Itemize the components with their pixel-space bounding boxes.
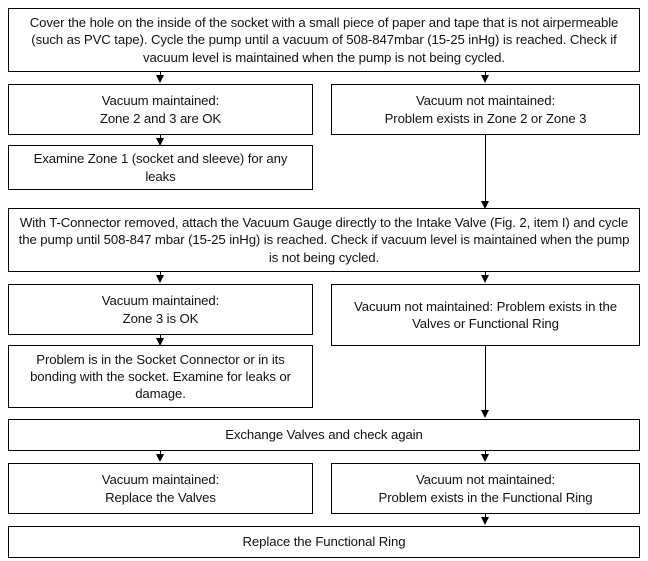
connector-n11-n12	[485, 514, 486, 519]
exchange-valves-box: Exchange Valves and check again	[8, 419, 640, 451]
arrow-head-n11-n12	[480, 517, 489, 525]
connector-n9-n10	[160, 451, 161, 456]
replace-functional-ring-box: Replace the Functional Ring	[8, 526, 640, 558]
connector-n5-n6	[160, 272, 161, 277]
connector-n6-n8	[160, 335, 161, 340]
connector-n9-n11	[485, 451, 486, 456]
arrow-head-n3-n5	[480, 201, 489, 209]
vacuum-maintained-zone3-text: Vacuum maintained: Zone 3 is OK	[101, 293, 220, 326]
arrow-head-n5-n7	[480, 275, 489, 283]
arrow-head-n6-n8	[155, 338, 164, 346]
vacuum-not-maintained-zone23-box: Vacuum not maintained: Problem exists in…	[331, 84, 640, 135]
arrow-head-n7-n9	[480, 410, 489, 418]
socket-connector-problem-text: Problem is in the Socket Connector or in…	[30, 351, 291, 402]
examine-zone1-box: Examine Zone 1 (socket and sleeve) for a…	[8, 145, 313, 190]
connector-n1-n3	[485, 72, 486, 77]
vacuum-not-maintained-zone23-text: Vacuum not maintained: Problem exists in…	[384, 93, 587, 126]
arrow-head-n9-n11	[480, 454, 489, 462]
arrow-head-n1-n3	[480, 75, 489, 83]
connector-n3-n5	[485, 135, 486, 203]
examine-zone1-text: Examine Zone 1 (socket and sleeve) for a…	[33, 151, 288, 184]
exchange-valves-text: Exchange Valves and check again	[225, 427, 423, 443]
vacuum-not-maintained-valves-text: Vacuum not maintained: Problem exists in…	[354, 298, 617, 331]
connector-n7-n9	[485, 346, 486, 412]
t-connector-instruction-box: With T-Connector removed, attach the Vac…	[8, 208, 640, 272]
vacuum-maintained-replace-valves-box: Vacuum maintained: Replace the Valves	[8, 463, 313, 514]
vacuum-maintained-zone23-text: Vacuum maintained: Zone 2 and 3 are OK	[99, 93, 222, 126]
socket-connector-problem-box: Problem is in the Socket Connector or in…	[8, 345, 313, 408]
connector-n5-n7	[485, 272, 486, 277]
connector-n1-n2	[160, 72, 161, 77]
cover-hole-instruction-box: Cover the hole on the inside of the sock…	[8, 8, 640, 72]
cover-hole-instruction-text: Cover the hole on the inside of the sock…	[29, 15, 619, 65]
connector-n2-n4	[160, 135, 161, 140]
vacuum-maintained-zone3-box: Vacuum maintained: Zone 3 is OK	[8, 284, 313, 335]
vacuum-not-maintained-functional-ring-text: Vacuum not maintained: Problem exists in…	[378, 472, 593, 505]
vacuum-not-maintained-functional-ring-box: Vacuum not maintained: Problem exists in…	[331, 463, 640, 514]
t-connector-instruction-text: With T-Connector removed, attach the Vac…	[18, 215, 630, 265]
vacuum-maintained-replace-valves-text: Vacuum maintained: Replace the Valves	[101, 472, 220, 505]
replace-functional-ring-text: Replace the Functional Ring	[242, 534, 406, 550]
arrow-head-n1-n2	[155, 75, 164, 83]
arrow-head-n2-n4	[155, 138, 164, 146]
vacuum-maintained-zone23-box: Vacuum maintained: Zone 2 and 3 are OK	[8, 84, 313, 135]
arrow-head-n5-n6	[155, 275, 164, 283]
vacuum-not-maintained-valves-box: Vacuum not maintained: Problem exists in…	[331, 284, 640, 346]
arrow-head-n9-n10	[155, 454, 164, 462]
